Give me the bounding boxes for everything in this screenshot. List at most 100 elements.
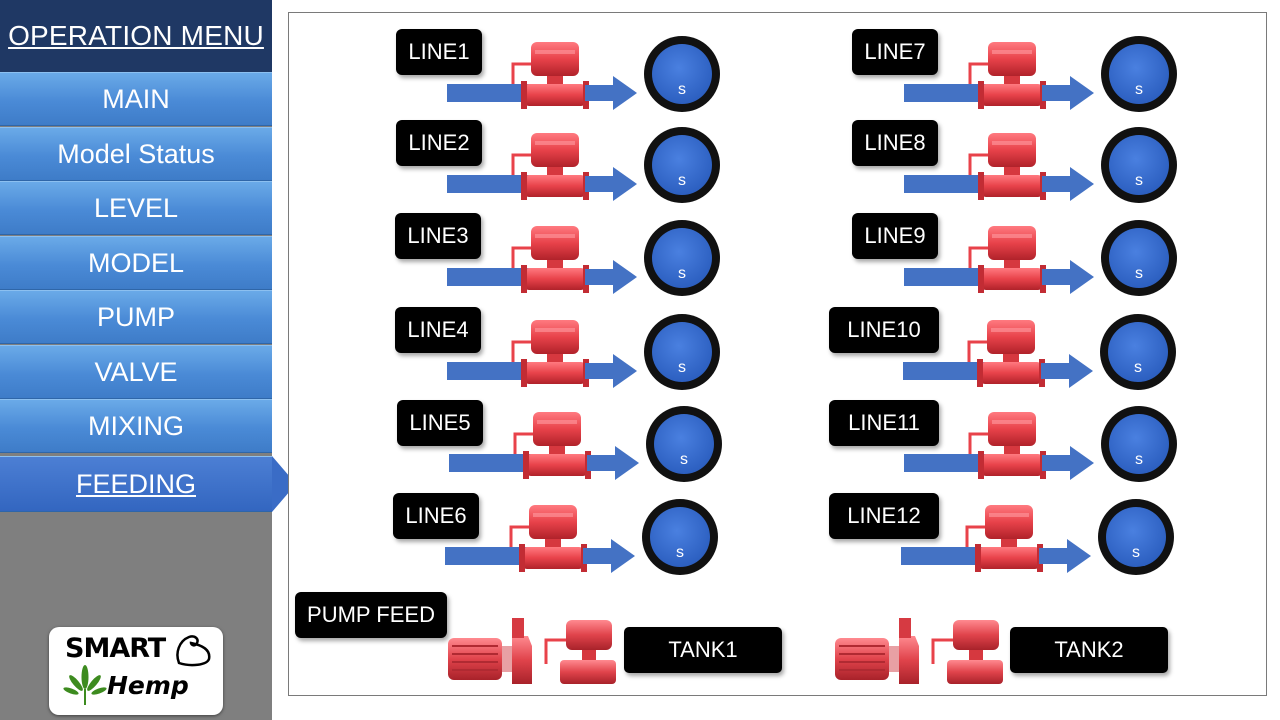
solenoid-valve-icon[interactable] [965,505,1043,572]
line-label-11[interactable]: LINE11 [829,400,939,446]
logo-hemp-text: Hemp [107,671,189,700]
line-label-1[interactable]: LINE1 [396,29,482,75]
pipe-icon [904,84,994,102]
sensor-dial-icon[interactable]: s [644,127,720,203]
menu-item-model-status[interactable]: Model Status [0,127,272,181]
motor-pump-icon[interactable] [448,618,532,684]
sensor-dial-icon[interactable]: s [1101,127,1177,203]
line-label-2[interactable]: LINE2 [396,120,482,166]
solenoid-valve-icon[interactable] [968,42,1046,109]
solenoid-valve-icon[interactable] [968,412,1046,479]
sensor-value: s [676,544,684,561]
flow-line-8: s [904,127,1184,219]
pipe-icon [449,454,539,472]
pipe-icon [447,362,537,380]
line-label-5[interactable]: LINE5 [397,400,483,446]
flow-line-7: s [904,36,1184,128]
menu-item-feeding[interactable]: FEEDING [0,456,272,512]
tank1-button[interactable]: TANK1 [624,627,782,673]
sensor-dial-icon[interactable]: s [1101,220,1177,296]
pump-feed-label[interactable]: PUMP FEED [295,592,447,638]
sensor-dial-icon[interactable]: s [1100,314,1176,390]
pump-feed-unit-1 [446,616,621,696]
line-label-9[interactable]: LINE9 [852,213,938,259]
sensor-value: s [1134,359,1142,376]
pipe-icon [447,84,537,102]
pipe-icon [904,268,994,286]
flexed-arm-icon [176,635,211,667]
sensor-value: s [678,265,686,282]
flow-arrow-icon [585,354,637,388]
smart-hemp-logo: SMART Hemp [49,627,223,715]
flow-line-4: s [447,314,727,406]
sensor-value: s [680,451,688,468]
motor-pump-icon[interactable] [835,618,919,684]
solenoid-valve-icon[interactable] [513,412,591,479]
solenoid-valve-icon[interactable] [931,620,1003,684]
pipe-icon [447,268,537,286]
flow-line-12: s [901,499,1181,591]
sensor-dial-icon[interactable]: s [644,36,720,112]
solenoid-valve-icon[interactable] [544,620,616,684]
line-label-12[interactable]: LINE12 [829,493,939,539]
pipe-icon [445,547,535,565]
menu-item-model[interactable]: MODEL [0,236,272,290]
flow-line-11: s [904,406,1184,498]
flow-line-2: s [447,127,727,219]
hemp-leaf-icon [63,665,107,705]
flow-arrow-icon [585,76,637,110]
line-label-3[interactable]: LINE3 [395,213,481,259]
sensor-dial-icon[interactable]: s [644,314,720,390]
sensor-value: s [1135,265,1143,282]
pipe-icon [903,362,993,380]
flow-arrow-icon [1042,260,1094,294]
solenoid-valve-icon[interactable] [509,505,587,572]
flow-line-5: s [449,406,729,498]
sensor-dial-icon[interactable]: s [1101,36,1177,112]
sensor-dial-icon[interactable]: s [642,499,718,575]
solenoid-valve-icon[interactable] [968,133,1046,200]
flow-arrow-icon [1041,354,1093,388]
line-label-4[interactable]: LINE4 [395,307,481,353]
solenoid-valve-icon[interactable] [511,133,589,200]
menu-item-valve[interactable]: VALVE [0,345,272,399]
flow-arrow-icon [583,539,635,573]
line-label-8[interactable]: LINE8 [852,120,938,166]
sensor-value: s [1135,172,1143,189]
flow-arrow-icon [1039,539,1091,573]
solenoid-valve-icon[interactable] [511,42,589,109]
menu-item-main[interactable]: MAIN [0,72,272,126]
flow-arrow-icon [1042,167,1094,201]
menu-item-pump[interactable]: PUMP [0,290,272,344]
line-label-10[interactable]: LINE10 [829,307,939,353]
flow-arrow-icon [1042,76,1094,110]
flow-arrow-icon [585,167,637,201]
line-label-6[interactable]: LINE6 [393,493,479,539]
flow-line-1: s [447,36,727,128]
flow-line-3: s [447,220,727,312]
sensor-value: s [678,359,686,376]
solenoid-valve-icon[interactable] [968,226,1046,293]
sensor-dial-icon[interactable]: s [644,220,720,296]
flow-line-6: s [445,499,725,591]
sensor-dial-icon[interactable]: s [646,406,722,482]
solenoid-valve-icon[interactable] [511,226,589,293]
menu-item-mixing[interactable]: MIXING [0,399,272,453]
pipe-icon [904,175,994,193]
flow-line-10: s [903,314,1183,406]
tank2-button[interactable]: TANK2 [1010,627,1168,673]
sensor-value: s [678,81,686,98]
solenoid-valve-icon[interactable] [967,320,1045,387]
line-label-7[interactable]: LINE7 [852,29,938,75]
sensor-value: s [1132,544,1140,561]
pipe-icon [904,454,994,472]
pipe-icon [901,547,991,565]
sensor-value: s [1135,81,1143,98]
solenoid-valve-icon[interactable] [511,320,589,387]
sensor-value: s [1135,451,1143,468]
sensor-dial-icon[interactable]: s [1101,406,1177,482]
menu-title: OPERATION MENU [0,0,272,72]
sensor-dial-icon[interactable]: s [1098,499,1174,575]
sensor-value: s [678,172,686,189]
menu-item-level[interactable]: LEVEL [0,181,272,235]
